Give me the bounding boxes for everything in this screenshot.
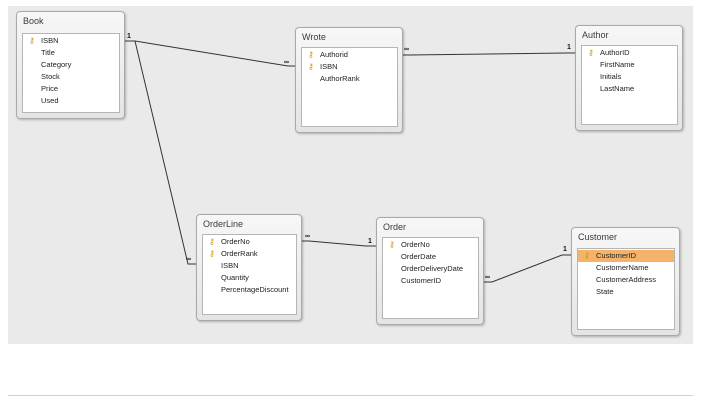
many-mark: ∞ — [485, 274, 490, 281]
table-title: Author — [582, 30, 609, 40]
field-name: Initials — [600, 72, 622, 81]
field-name: AuthorRank — [320, 74, 360, 83]
field-row[interactable]: CustomerID — [383, 275, 478, 287]
field-name: State — [596, 287, 614, 296]
table-order[interactable]: Order ⚷ OrderNo OrderDate OrderDeliveryDa… — [376, 217, 484, 325]
many-mark: ∞ — [284, 59, 289, 66]
one-mark: 1 — [127, 33, 131, 40]
bottom-divider — [8, 395, 693, 396]
table-title: Book — [23, 16, 44, 26]
field-list: ⚷ CustomerID CustomerName CustomerAddress… — [577, 248, 675, 330]
field-name: ISBN — [221, 261, 239, 270]
field-name: CustomerID — [401, 276, 442, 285]
field-name: PercentageDiscount — [221, 285, 289, 294]
many-mark: ∞ — [186, 256, 191, 263]
field-name: Stock — [41, 72, 60, 81]
field-row[interactable]: ⚷ OrderRank — [203, 248, 296, 260]
field-row[interactable]: Initials — [582, 71, 677, 83]
field-row[interactable]: OrderDate — [383, 251, 478, 263]
field-name: CustomerName — [596, 263, 649, 272]
field-name: Authorid — [320, 50, 348, 59]
field-row[interactable]: CustomerAddress — [578, 274, 674, 286]
field-row[interactable]: PercentageDiscount — [203, 284, 296, 296]
field-row[interactable]: Used — [23, 95, 119, 107]
field-list: ⚷ OrderNo ⚷ OrderRank ISBN Quantity Percen… — [202, 234, 297, 315]
field-row[interactable]: Stock — [23, 71, 119, 83]
field-name: LastName — [600, 84, 635, 93]
field-list: ⚷ Authorid ⚷ ISBN AuthorRank — [301, 47, 398, 127]
field-name: OrderRank — [221, 249, 258, 258]
table-title: OrderLine — [203, 219, 244, 229]
many-mark: ∞ — [404, 46, 409, 53]
field-row[interactable]: AuthorRank — [302, 73, 397, 85]
field-name: Used — [41, 96, 59, 105]
field-name: Price — [41, 84, 59, 93]
field-name: ISBN — [41, 36, 59, 45]
field-list: ⚷ AuthorID FirstName Initials LastName — [581, 45, 678, 125]
table-wrote[interactable]: Wrote ⚷ Authorid ⚷ ISBN AuthorRank — [295, 27, 403, 133]
primary-key-icon: ⚷ — [584, 251, 590, 260]
field-row[interactable]: ISBN — [203, 260, 296, 272]
field-name: AuthorID — [600, 48, 630, 57]
table-title: Wrote — [302, 32, 326, 42]
field-name: Quantity — [221, 273, 249, 282]
field-name: CustomerAddress — [596, 275, 657, 284]
field-row[interactable]: ⚷ OrderNo — [203, 236, 296, 248]
table-customer[interactable]: Customer ⚷ CustomerID CustomerName Custom… — [571, 227, 680, 336]
field-row-selected[interactable]: ⚷ CustomerID — [578, 250, 674, 262]
many-mark: ∞ — [305, 233, 310, 240]
field-row[interactable]: Category — [23, 59, 119, 71]
field-row[interactable]: ⚷ ISBN — [302, 61, 397, 73]
primary-key-icon: ⚷ — [588, 48, 594, 57]
primary-key-icon: ⚷ — [308, 50, 314, 59]
field-row[interactable]: FirstName — [582, 59, 677, 71]
field-name: FirstName — [600, 60, 635, 69]
table-title: Customer — [578, 232, 618, 242]
field-name: CustomerID — [596, 251, 637, 260]
field-row[interactable]: LastName — [582, 83, 677, 95]
field-row[interactable]: ⚷ Authorid — [302, 49, 397, 61]
field-name: Category — [41, 60, 72, 69]
field-name: ISBN — [320, 62, 338, 71]
primary-key-icon: ⚷ — [209, 249, 215, 258]
table-orderline[interactable]: OrderLine ⚷ OrderNo ⚷ OrderRank ISBN Quant… — [196, 214, 302, 321]
field-name: OrderNo — [401, 240, 430, 249]
table-title: Order — [383, 222, 407, 232]
field-row[interactable]: Price — [23, 83, 119, 95]
primary-key-icon: ⚷ — [29, 36, 35, 45]
field-name: OrderDate — [401, 252, 437, 261]
field-name: Title — [41, 48, 55, 57]
primary-key-icon: ⚷ — [209, 237, 215, 246]
table-book[interactable]: Book ⚷ ISBN Title Category Stock Price Us… — [16, 11, 125, 119]
field-row[interactable]: Quantity — [203, 272, 296, 284]
one-mark: 1 — [567, 44, 571, 51]
one-mark: 1 — [368, 238, 372, 245]
field-row[interactable]: CustomerName — [578, 262, 674, 274]
field-row[interactable]: ⚷ OrderNo — [383, 239, 478, 251]
field-row[interactable]: OrderDeliveryDate — [383, 263, 478, 275]
field-row[interactable]: State — [578, 286, 674, 298]
field-name: OrderNo — [221, 237, 250, 246]
primary-key-icon: ⚷ — [308, 62, 314, 71]
field-name: OrderDeliveryDate — [401, 264, 464, 273]
primary-key-icon: ⚷ — [389, 240, 395, 249]
table-author[interactable]: Author ⚷ AuthorID FirstName Initials Last… — [575, 25, 683, 131]
one-mark: 1 — [563, 246, 567, 253]
field-list: ⚷ OrderNo OrderDate OrderDeliveryDate Cus… — [382, 237, 479, 319]
field-row[interactable]: ⚷ ISBN — [23, 35, 119, 47]
field-list: ⚷ ISBN Title Category Stock Price Used — [22, 33, 120, 113]
field-row[interactable]: ⚷ AuthorID — [582, 47, 677, 59]
field-row[interactable]: Title — [23, 47, 119, 59]
